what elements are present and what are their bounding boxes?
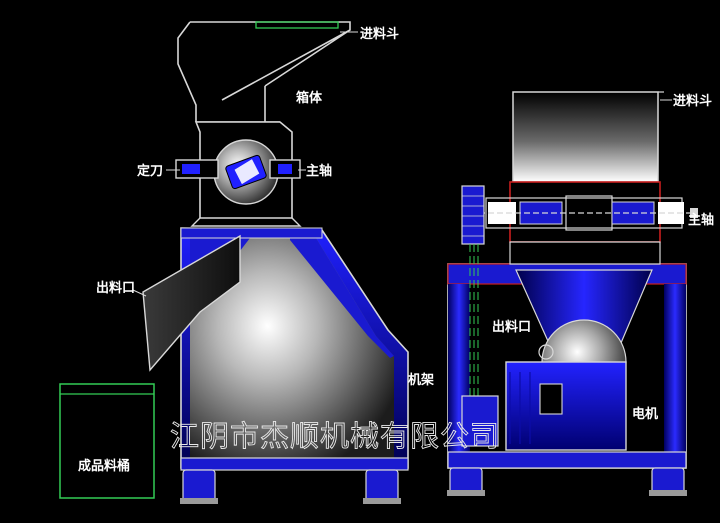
right-shaft-assembly (461, 181, 698, 245)
label-outlet-right: 出料口 (492, 319, 531, 335)
left-machine (59, 21, 409, 504)
label-motor: 电机 (632, 406, 658, 422)
product-bin (59, 383, 155, 499)
left-frame (142, 227, 409, 504)
right-hopper (512, 91, 659, 183)
label-hopper-left: 进料斗 (360, 26, 399, 42)
labels: 进料斗 箱体 定刀 主轴 出料口 机架 成品料桶 进料斗 主轴 出料口 电机 (78, 26, 714, 474)
company-watermark: 江阴市杰顺机械有限公司 (170, 419, 500, 453)
label-frame: 机架 (408, 372, 434, 388)
label-fixed-blade: 定刀 (136, 163, 163, 179)
label-main-shaft-right: 主轴 (688, 212, 714, 228)
label-outlet-left: 出料口 (96, 280, 135, 296)
pulley (461, 185, 485, 245)
right-machine (447, 91, 698, 496)
motor-body (505, 361, 627, 451)
label-hopper-right: 进料斗 (673, 93, 712, 109)
right-frame (447, 241, 687, 496)
left-outlet-chute (142, 234, 241, 372)
label-box: 箱体 (296, 90, 323, 106)
label-product-bin: 成品料桶 (78, 458, 130, 474)
left-hopper (177, 21, 351, 123)
left-housing (175, 121, 302, 227)
label-main-shaft-left: 主轴 (306, 163, 332, 179)
